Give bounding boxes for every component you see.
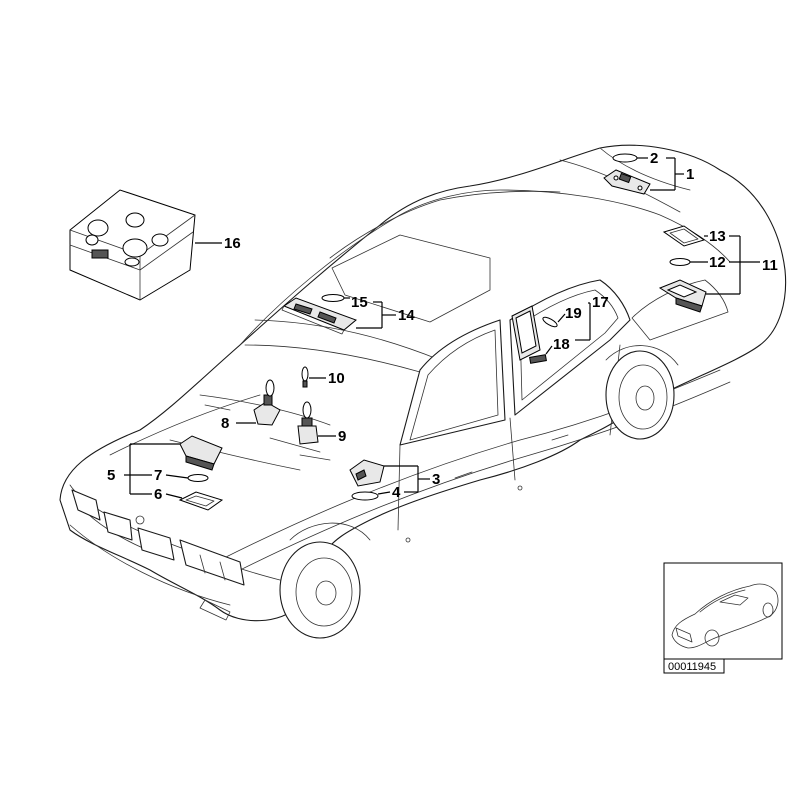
- parts: [69, 153, 707, 511]
- car-illustration: [59, 144, 787, 639]
- inset-thumbnail: 00011945: [663, 562, 783, 674]
- callout-3: 3: [432, 471, 440, 488]
- callout-9: 9: [338, 428, 346, 445]
- callout-16: 16: [224, 235, 241, 252]
- callout-7: 7: [154, 467, 162, 484]
- part-11-lamp-housing: [658, 279, 707, 313]
- callout-11: 11: [762, 257, 778, 274]
- callout-2: 2: [650, 150, 658, 167]
- part-8-bulb-socket: [253, 379, 281, 426]
- part-19-bulb: [542, 316, 558, 328]
- callout-6: 6: [154, 486, 162, 503]
- part-16-bulb-kit-box: [69, 189, 196, 301]
- part-7-bulb: [187, 474, 209, 482]
- part-12-bulb: [669, 258, 691, 266]
- callout-12: 12: [709, 254, 726, 271]
- part-3-lamp-housing: [349, 459, 385, 487]
- callouts: 2 1 13 12 11 16 15 14 17 19 18 10 8 9 5 …: [107, 150, 778, 503]
- part-6-lens: [178, 491, 224, 511]
- callout-18: 18: [553, 336, 570, 353]
- part-1-lamp-housing: [603, 169, 651, 195]
- leader-lines: [124, 157, 760, 499]
- part-18-lens: [529, 354, 547, 364]
- part-9-bulb-socket: [297, 401, 319, 445]
- part-2-lamp-lens: [612, 153, 638, 163]
- callout-5: 5: [107, 467, 115, 484]
- callout-15: 15: [351, 294, 368, 311]
- reference-number: 00011945: [668, 661, 716, 673]
- callout-17: 17: [592, 294, 609, 311]
- callout-13: 13: [709, 228, 726, 245]
- part-14-interior-light: [281, 297, 357, 335]
- callout-19: 19: [565, 305, 582, 322]
- callout-10: 10: [328, 370, 345, 387]
- part-13-lens-cover: [662, 225, 706, 247]
- part-15-bulb: [321, 294, 345, 302]
- callout-8: 8: [221, 415, 229, 432]
- part-10-bulb: [301, 366, 309, 388]
- callout-4: 4: [392, 484, 401, 501]
- callout-14: 14: [398, 307, 415, 324]
- part-4-lens: [351, 491, 379, 501]
- part-5-lamp-housing: [179, 435, 223, 471]
- part-17-vanity-mirror-light: [511, 305, 541, 361]
- callout-1: 1: [686, 166, 694, 183]
